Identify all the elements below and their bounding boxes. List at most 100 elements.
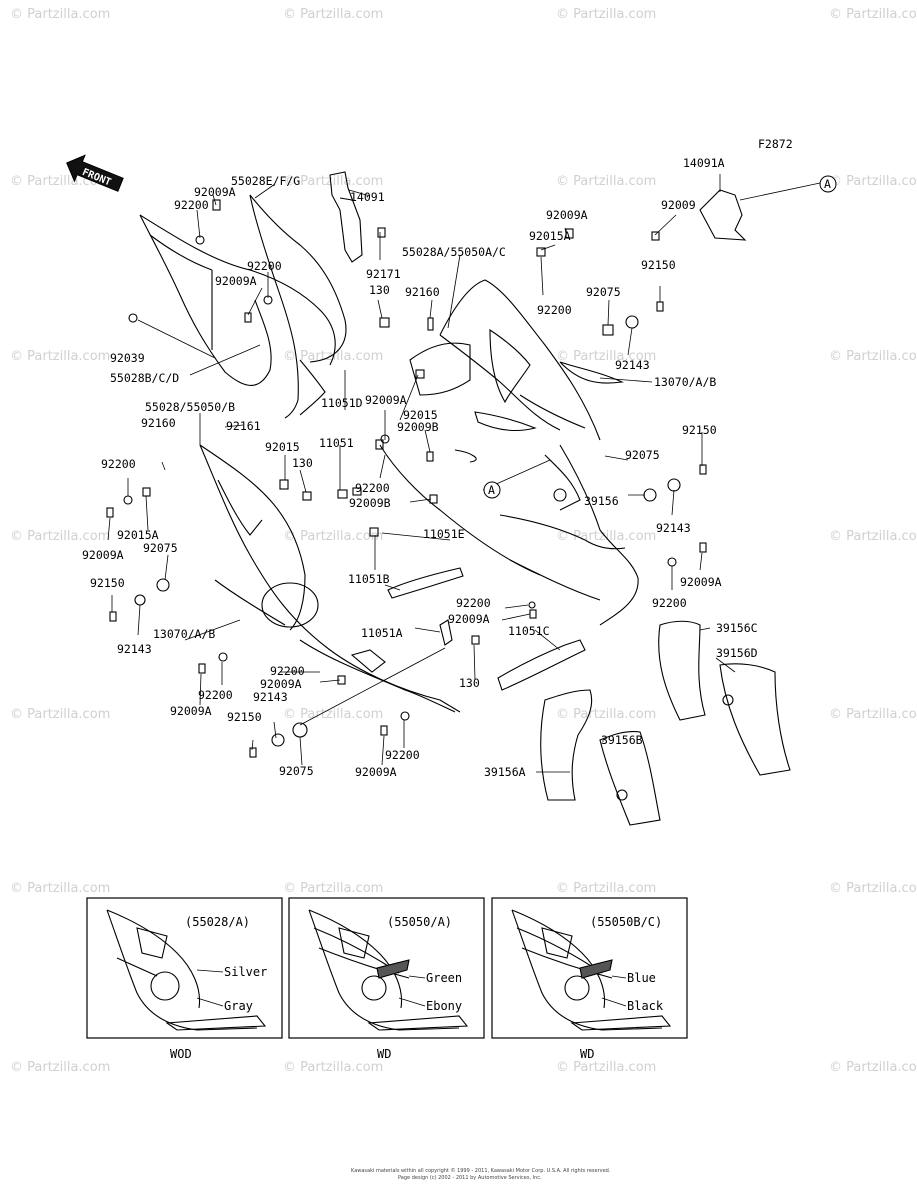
inset-caption: WD xyxy=(580,1047,594,1061)
part-label: 92075 xyxy=(279,764,314,778)
watermark-text: © Partzilla.com xyxy=(283,1060,383,1075)
watermark-text: © Partzilla.com xyxy=(283,707,383,722)
watermark-text: © Partzilla.com xyxy=(829,7,917,22)
part-label: 39156A xyxy=(484,765,526,779)
inset-code: (55050/A) xyxy=(387,915,452,929)
rib-brackets-drawing xyxy=(387,567,586,691)
part-label: 92200 xyxy=(198,688,233,702)
watermark-text: © Partzilla.com xyxy=(556,174,656,189)
upper-fairing-left-drawing xyxy=(139,194,347,419)
part-label: 92200 xyxy=(174,198,209,212)
part-label: 92075 xyxy=(625,448,660,462)
part-label: 92150 xyxy=(90,576,125,590)
part-label: 92009A xyxy=(546,208,588,222)
part-label: 92150 xyxy=(227,710,262,724)
part-label: 92015A xyxy=(529,229,571,243)
watermark-text: © Partzilla.com xyxy=(556,707,656,722)
inset-code: (55028/A) xyxy=(185,915,250,929)
watermark-text: © Partzilla.com xyxy=(556,1060,656,1075)
part-label: 11051A xyxy=(361,626,403,640)
part-label: 92009B xyxy=(349,496,391,510)
part-label: 14091 xyxy=(350,190,385,204)
part-label: 55028B/C/D xyxy=(110,371,179,385)
fasteners-drawing xyxy=(106,199,707,758)
part-label: 55028E/F/G xyxy=(231,174,300,188)
inset-frame xyxy=(86,897,283,1039)
part-label: 11051C xyxy=(508,624,550,638)
inner-cover-drawing xyxy=(379,342,541,576)
part-label: 130 xyxy=(459,676,480,690)
part-label: 11051B xyxy=(348,572,390,586)
inset-color-bottom: Gray xyxy=(224,999,253,1013)
part-label: 39156C xyxy=(716,621,758,635)
watermark-text: © Partzilla.com xyxy=(556,7,656,22)
inset-color-bottom: Ebony xyxy=(426,999,462,1013)
figure-code: F2872 xyxy=(758,137,793,151)
part-label: 92015 xyxy=(403,408,438,422)
inset-code: (55050B/C) xyxy=(590,915,662,929)
watermark-text: © Partzilla.com xyxy=(556,529,656,544)
inset-frame xyxy=(491,897,688,1039)
part-label: 92200 xyxy=(355,481,390,495)
part-label: 92143 xyxy=(253,690,288,704)
watermark-text: © Partzilla.com xyxy=(10,1060,110,1075)
part-label: 92200 xyxy=(101,457,136,471)
part-label: 92171 xyxy=(366,267,401,281)
part-label: 11051 xyxy=(319,436,354,450)
watermark-text: © Partzilla.com xyxy=(283,529,383,544)
inset-color-top: Blue xyxy=(627,971,656,985)
inset-color-bottom: Black xyxy=(627,999,664,1013)
part-label: 13070/A/B xyxy=(654,375,716,389)
part-label: 92150 xyxy=(682,423,717,437)
part-label: 39156B xyxy=(601,733,643,747)
watermark-text: © Partzilla.com xyxy=(829,707,917,722)
part-label: 92160 xyxy=(405,285,440,299)
inset-55050A: (55050/A) Green Ebony WD xyxy=(288,897,485,1061)
part-label: 92009 xyxy=(661,198,696,212)
watermark-text: © Partzilla.com xyxy=(829,1060,917,1075)
part-label: 11051E xyxy=(423,527,465,541)
watermark-text: © Partzilla.com xyxy=(556,881,656,896)
inset-caption: WOD xyxy=(170,1047,192,1061)
part-label: 92143 xyxy=(117,642,152,656)
svg-text:A: A xyxy=(488,483,495,497)
watermark-layer: © Partzilla.com © Partzilla.com © Partzill… xyxy=(10,7,917,1075)
lower-fairing-right-drawing xyxy=(499,444,639,626)
part-label: 92009A xyxy=(215,274,257,288)
part-label: 92161 xyxy=(226,419,261,433)
part-label: 92200 xyxy=(247,259,282,273)
part-label: 92009A xyxy=(170,704,212,718)
watermark-text: © Partzilla.com xyxy=(829,174,917,189)
part-label: 92150 xyxy=(641,258,676,272)
part-label: 92200 xyxy=(270,664,305,678)
part-label: 92200 xyxy=(456,596,491,610)
watermark-text: © Partzilla.com xyxy=(556,349,656,364)
fairing-brace-14091A-drawing xyxy=(699,189,747,241)
watermark-text: © Partzilla.com xyxy=(283,7,383,22)
watermark-text: © Partzilla.com xyxy=(829,881,917,896)
part-label: 92160 xyxy=(141,416,176,430)
front-arrow-icon: FRONT xyxy=(66,154,124,192)
watermark-text: © Partzilla.com xyxy=(283,174,383,189)
part-label: 55028A/55050A/C xyxy=(402,245,506,259)
part-label: 92009A xyxy=(355,765,397,779)
watermark-text: © Partzilla.com xyxy=(829,529,917,544)
watermark-text: © Partzilla.com xyxy=(10,529,110,544)
watermark-text: © Partzilla.com xyxy=(10,7,110,22)
watermark-text: © Partzilla.com xyxy=(10,881,110,896)
part-label: 92009A xyxy=(680,575,722,589)
part-labels: 55028E/F/G 14091 92009A 92200 92200 9200… xyxy=(82,156,758,779)
lower-fairing-left-drawing xyxy=(199,444,461,713)
part-label: 92075 xyxy=(143,541,178,555)
svg-text:A: A xyxy=(824,177,831,191)
watermark-text: © Partzilla.com xyxy=(10,707,110,722)
watermark-text: © Partzilla.com xyxy=(829,349,917,364)
leader-lines xyxy=(107,174,821,773)
part-label: 92009A xyxy=(82,548,124,562)
part-label: 130 xyxy=(292,456,313,470)
part-label: 92200 xyxy=(652,596,687,610)
inset-55050BC: (55050B/C) Blue Black WD xyxy=(491,897,688,1061)
part-label: 92039 xyxy=(110,351,145,365)
part-label: 92200 xyxy=(537,303,572,317)
